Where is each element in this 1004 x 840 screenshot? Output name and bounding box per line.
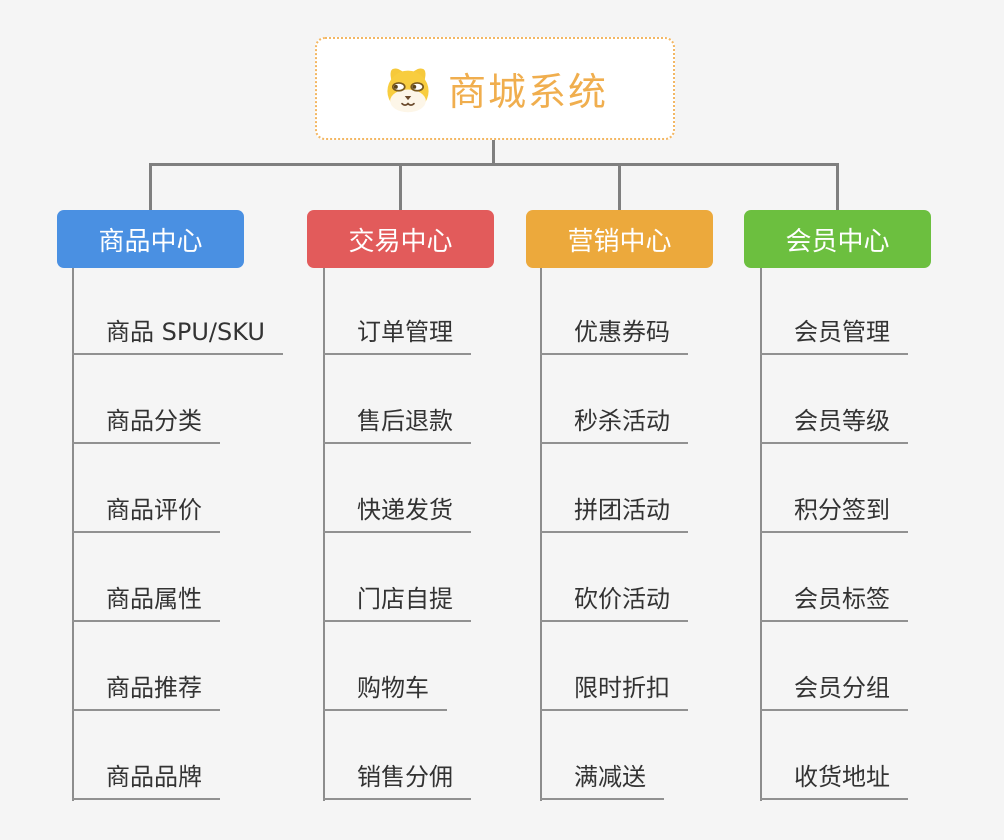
leaf-node[interactable]: 售后退款 [323,406,471,444]
leaf-node[interactable]: 商品 SPU/SKU [72,317,283,355]
leaf-trunk-line [72,268,74,801]
leaf-node[interactable]: 门店自提 [323,584,471,622]
leaf-trunk-line [540,268,542,801]
leaf-node[interactable]: 满减送 [540,762,664,800]
branch-header-trade[interactable]: 交易中心 [307,210,494,268]
branch-header-marketing[interactable]: 营销中心 [526,210,713,268]
leaf-node[interactable]: 订单管理 [323,317,471,355]
leaf-node[interactable]: 砍价活动 [540,584,688,622]
leaf-node[interactable]: 收货地址 [760,762,908,800]
leaf-node[interactable]: 商品分类 [72,406,220,444]
leaf-node[interactable]: 商品属性 [72,584,220,622]
leaf-node[interactable]: 商品评价 [72,495,220,533]
root-title: 商城系统 [447,70,608,114]
leaf-node[interactable]: 会员分组 [760,673,908,711]
branch-drop-line [618,163,621,210]
leaf-node[interactable]: 商品推荐 [72,673,220,711]
dog-icon [382,64,434,114]
leaf-node[interactable]: 会员等级 [760,406,908,444]
leaf-node[interactable]: 限时折扣 [540,673,688,711]
branch-header-label: 商品中心 [98,226,203,257]
leaf-node[interactable]: 秒杀活动 [540,406,688,444]
branch-bus-line [149,163,839,166]
branch-drop-line [399,163,402,210]
leaf-node[interactable]: 购物车 [323,673,447,711]
leaf-node[interactable]: 快递发货 [323,495,471,533]
leaf-node[interactable]: 会员标签 [760,584,908,622]
branch-header-label: 会员中心 [785,226,890,257]
root-connector [492,138,495,165]
leaf-node[interactable]: 拼团活动 [540,495,688,533]
branch-drop-line [149,163,152,210]
branch-header-product[interactable]: 商品中心 [57,210,244,268]
leaf-node[interactable]: 积分签到 [760,495,908,533]
leaf-node[interactable]: 会员管理 [760,317,908,355]
leaf-node[interactable]: 商品品牌 [72,762,220,800]
branch-header-label: 营销中心 [567,226,672,257]
leaf-node[interactable]: 销售分佣 [323,762,471,800]
root-node[interactable]: 商城系统 [315,37,675,140]
branch-drop-line [836,163,839,210]
leaf-node[interactable]: 优惠券码 [540,317,688,355]
branch-header-member[interactable]: 会员中心 [744,210,931,268]
leaf-trunk-line [760,268,762,801]
leaf-trunk-line [323,268,325,801]
branch-header-label: 交易中心 [348,226,453,257]
